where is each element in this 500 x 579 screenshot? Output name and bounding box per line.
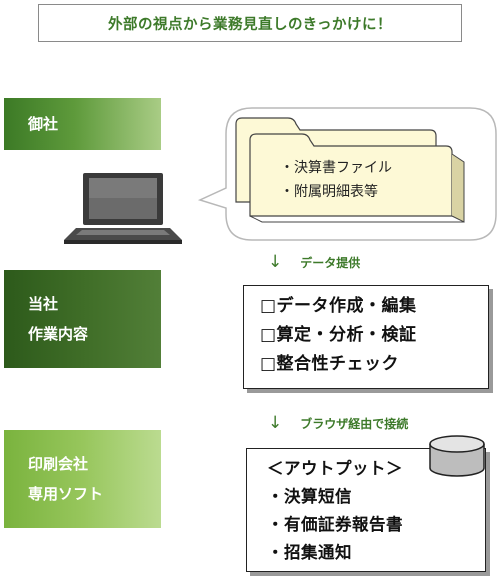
output-item: ・決算短信 xyxy=(267,487,352,506)
section-our-company-line2: 作業内容 xyxy=(28,325,89,343)
laptop-icon xyxy=(64,173,182,244)
section-printer: 印刷会社 専用ソフト xyxy=(4,430,161,528)
section-printer-line1: 印刷会社 xyxy=(28,455,89,473)
task-item: □整合性チェック xyxy=(260,354,400,374)
down-arrow-icon: ↓ xyxy=(268,413,283,433)
section-our-company-line1: 当社 xyxy=(28,295,59,313)
folder-icon xyxy=(235,117,465,223)
section-client: 御社 xyxy=(4,98,161,150)
task-box: □データ作成・編集 □算定・分析・検証 □整合性チェック xyxy=(243,285,489,389)
section-our-company: 当社 作業内容 xyxy=(4,270,161,368)
arrow-data-provision: ↓ データ提供 xyxy=(268,252,360,272)
folder-file-1: ・決算書ファイル xyxy=(280,160,392,176)
database-icon xyxy=(429,435,485,477)
output-item: ・有価証券報告書 xyxy=(267,515,403,534)
headline-text: 外部の視点から業務見直しのきっかけに！ xyxy=(108,16,392,33)
task-item: □データ作成・編集 xyxy=(260,296,417,316)
headline-box: 外部の視点から業務見直しのきっかけに！ xyxy=(38,4,462,42)
arrow-data-provision-label: データ提供 xyxy=(300,255,361,270)
arrow-browser-connect: ↓ ブラウザ経由で接続 xyxy=(268,413,408,433)
output-item: ・招集通知 xyxy=(267,543,352,562)
folder-file-2: ・附属明細表等 xyxy=(280,184,378,200)
task-item: □算定・分析・検証 xyxy=(260,325,417,345)
output-box: ＜アウトプット＞ ・決算短信 ・有価証券報告書 ・招集通知 xyxy=(246,448,486,572)
arrow-browser-connect-label: ブラウザ経由で接続 xyxy=(300,416,409,431)
down-arrow-icon: ↓ xyxy=(268,252,283,272)
output-heading: ＜アウトプット＞ xyxy=(267,459,403,478)
section-client-label: 御社 xyxy=(28,115,59,133)
section-printer-line2: 専用ソフト xyxy=(28,485,104,503)
